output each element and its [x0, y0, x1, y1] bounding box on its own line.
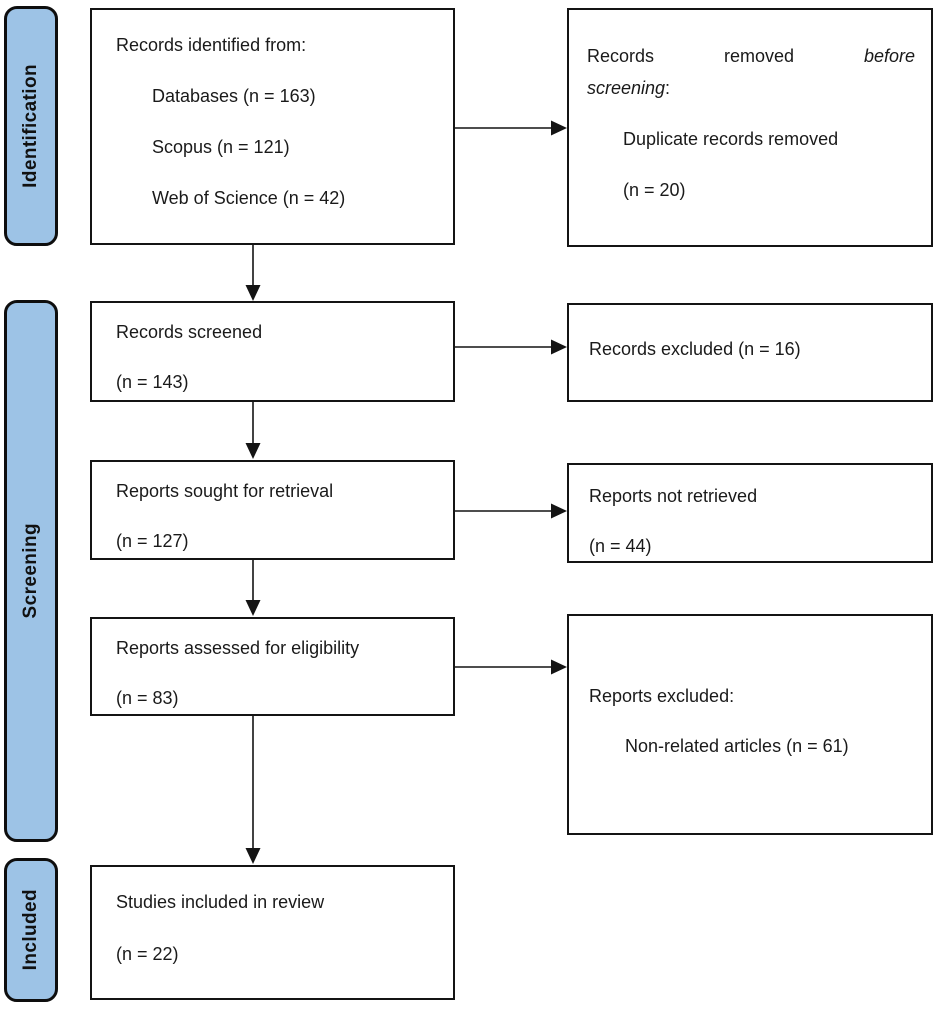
arrow-sought-to-not-retrieved — [455, 503, 567, 519]
stage-label-text: Identification — [20, 64, 41, 188]
arrow-sought-to-assessed — [245, 560, 261, 616]
stage-label-screening: Screening — [4, 300, 58, 842]
box-title-line1: Records removed before — [587, 40, 915, 72]
title-colon: : — [665, 78, 671, 98]
box-title: Reports assessed for eligibility — [116, 638, 360, 658]
stage-label-text: Included — [20, 889, 41, 971]
box-item: Databases (n = 163) — [152, 86, 316, 106]
arrow-screened-to-excluded — [455, 339, 567, 355]
box-records-identified: Records identified from: Databases (n = … — [90, 8, 455, 245]
stage-label-included: Included — [4, 858, 58, 1002]
box-reports-sought: Reports sought for retrieval (n = 127) — [90, 460, 455, 560]
title-word-italic: before — [863, 46, 915, 66]
box-item: Scopus (n = 121) — [152, 137, 290, 157]
box-reports-excluded: Reports excluded: Non-related articles (… — [567, 614, 933, 835]
box-count: (n = 143) — [116, 372, 189, 392]
stage-label-identification: Identification — [4, 6, 58, 246]
box-count: (n = 20) — [623, 180, 686, 200]
box-text: Records excluded (n = 16) — [589, 339, 801, 359]
arrow-screened-to-sought — [245, 402, 261, 459]
box-item: Duplicate records removed — [623, 129, 839, 149]
box-count: (n = 83) — [116, 688, 179, 708]
stage-label-text: Screening — [20, 523, 41, 619]
box-item: Web of Science (n = 42) — [152, 188, 346, 208]
arrow-assessed-to-included — [245, 716, 261, 864]
box-count: (n = 22) — [116, 944, 179, 964]
box-reports-assessed: Reports assessed for eligibility (n = 83… — [90, 617, 455, 716]
box-title: Reports not retrieved — [589, 486, 758, 506]
box-studies-included: Studies included in review (n = 22) — [90, 865, 455, 1000]
box-count: (n = 127) — [116, 531, 189, 551]
box-records-excluded: Records excluded (n = 16) — [567, 303, 933, 402]
box-records-screened: Records screened (n = 143) — [90, 301, 455, 402]
box-title: Reports sought for retrieval — [116, 481, 334, 501]
box-title: Reports excluded: — [589, 686, 735, 706]
arrow-identified-to-removed — [455, 120, 567, 136]
title-word: Records — [587, 46, 655, 66]
box-title-line2: screening: — [587, 72, 915, 104]
box-reports-not-retrieved: Reports not retrieved (n = 44) — [567, 463, 933, 563]
box-item: Non-related articles (n = 61) — [625, 736, 849, 756]
box-title: Records screened — [116, 322, 263, 342]
arrow-assessed-to-reports-excluded — [455, 659, 567, 675]
box-records-removed: Records removed before screening: Duplic… — [567, 8, 933, 247]
title-word: removed — [723, 46, 794, 66]
box-title: Studies included in review — [116, 892, 325, 912]
box-title: Records identified from: — [116, 35, 307, 55]
arrow-identified-to-screened — [245, 245, 261, 301]
title-word-italic: screening — [587, 78, 666, 98]
box-count: (n = 44) — [589, 536, 652, 556]
